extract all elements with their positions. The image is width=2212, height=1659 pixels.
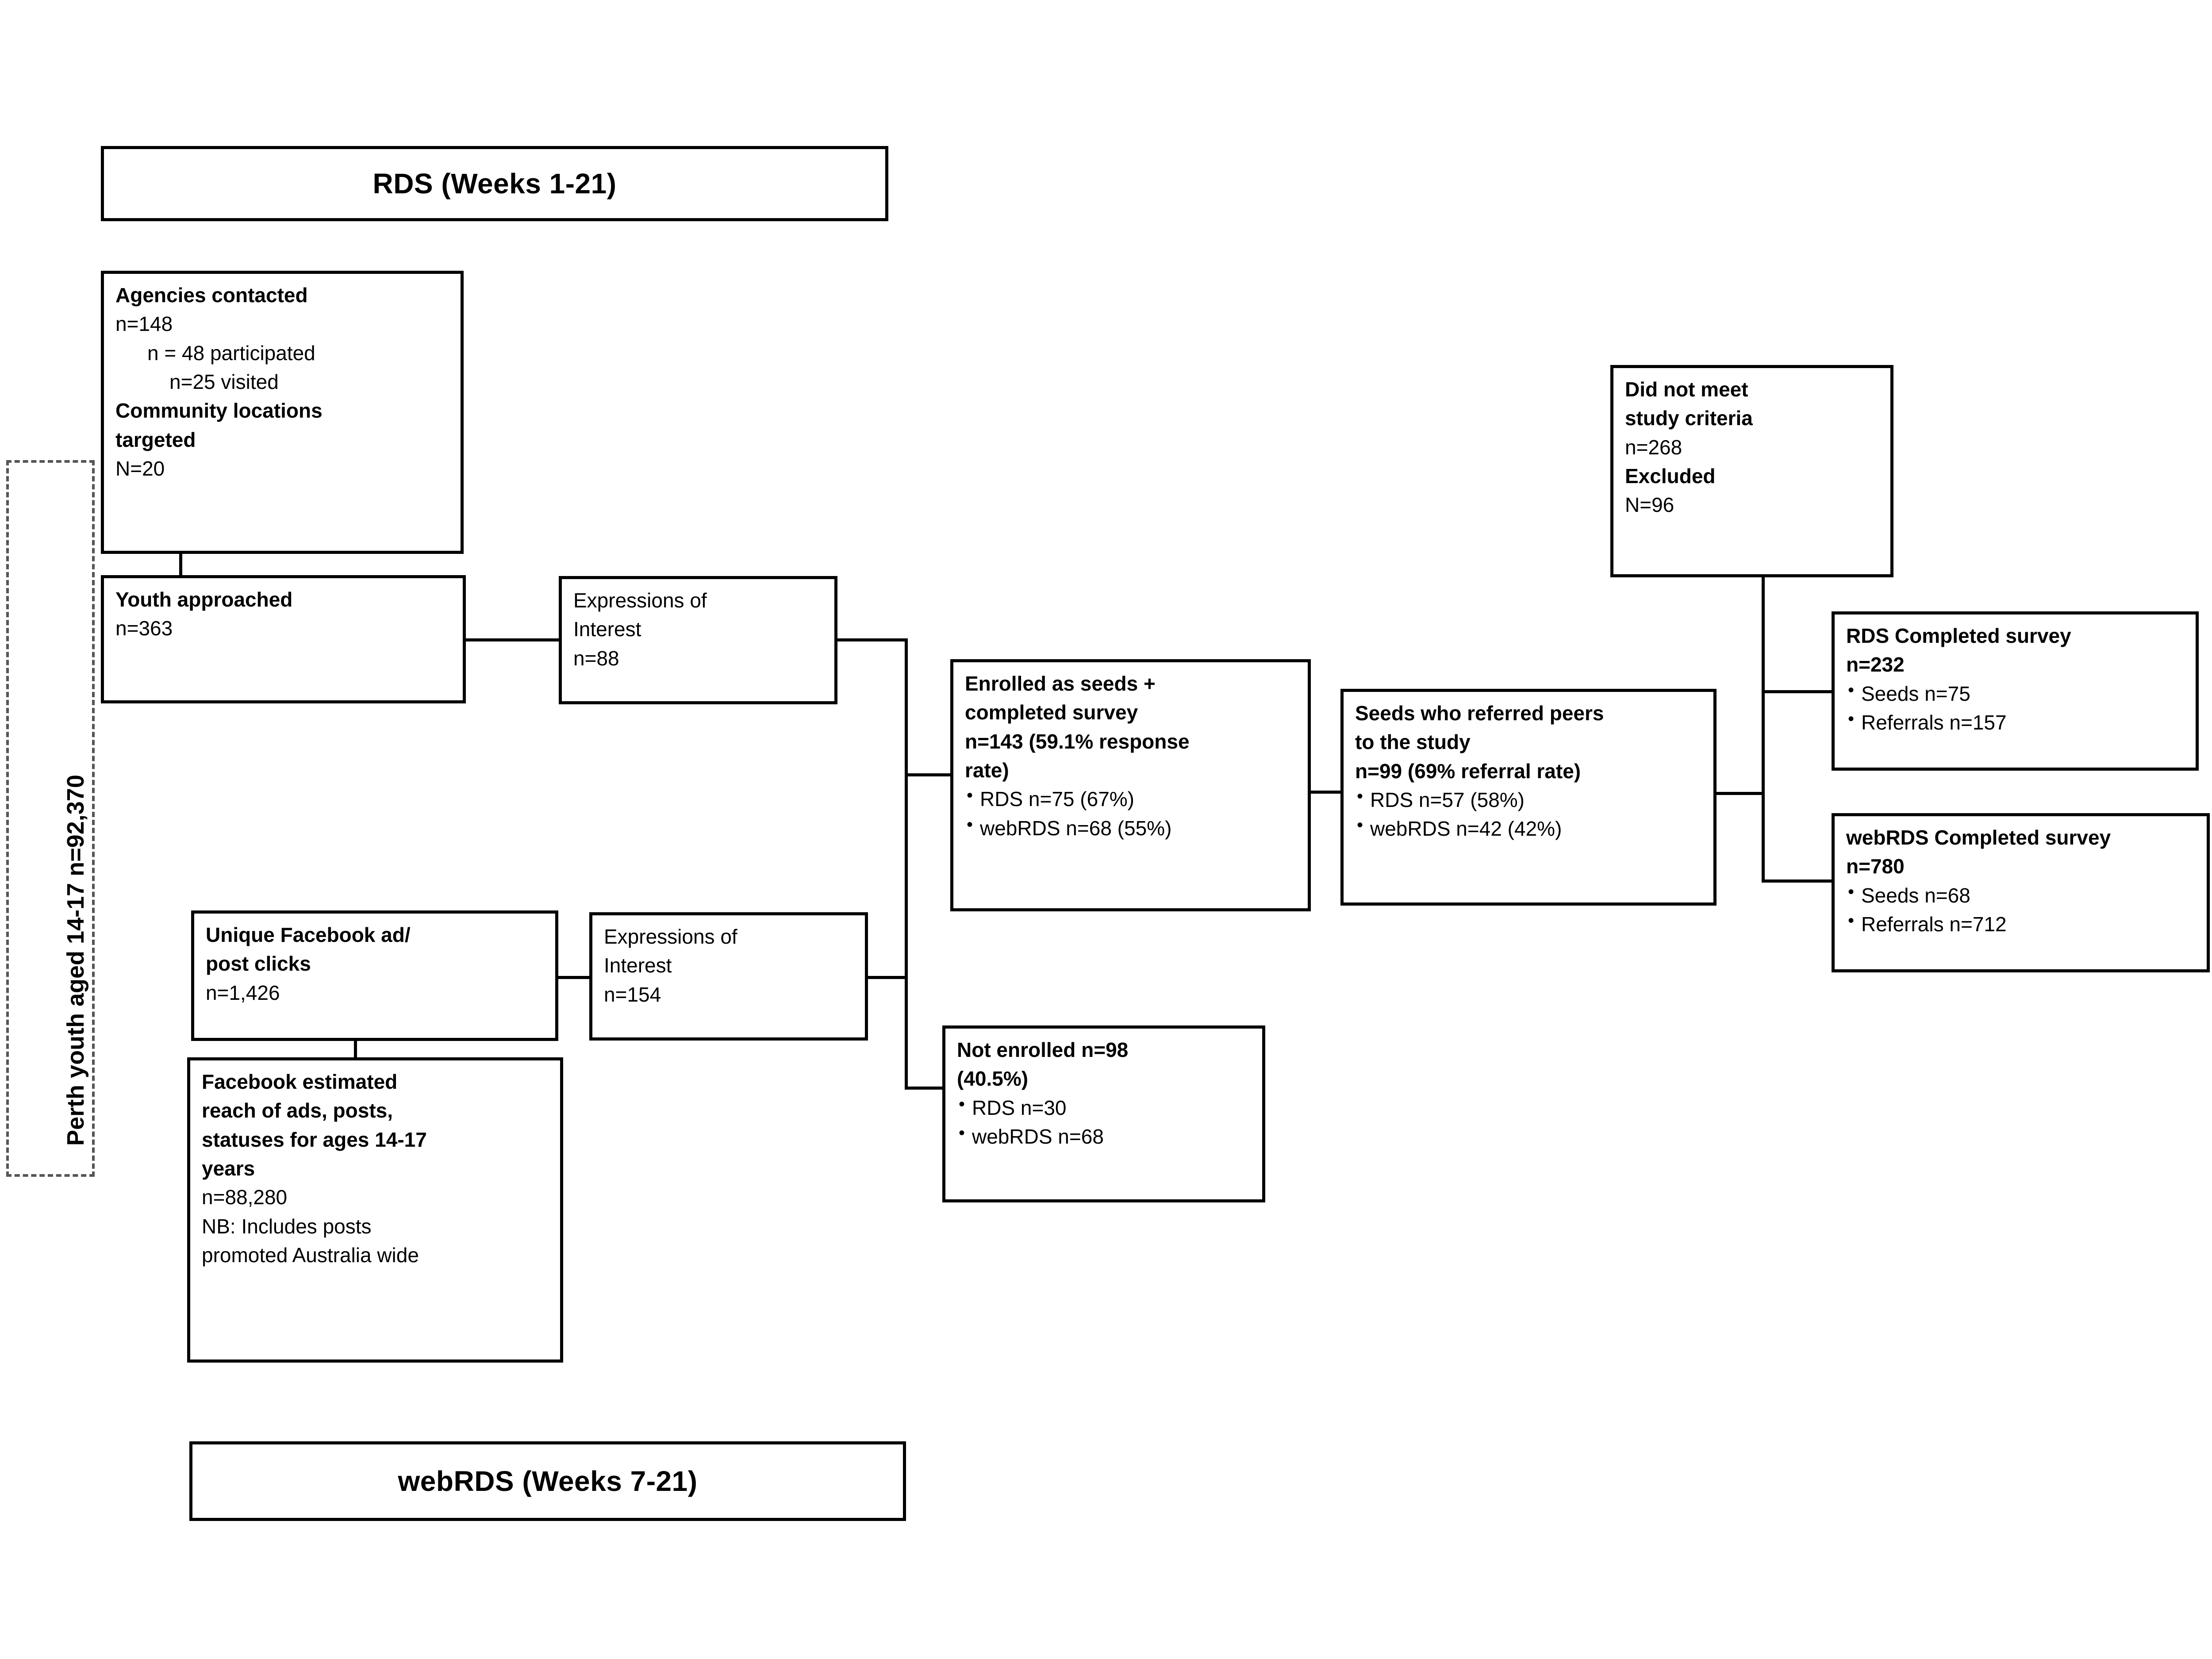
notenrolled-line-2: (40.5%) <box>957 1067 1029 1091</box>
webcomp-line-1: webRDS Completed survey <box>1846 826 2111 849</box>
eoi-rds-line-2: Interest <box>573 618 641 641</box>
fbreach-line-1: Facebook estimated <box>202 1070 398 1093</box>
agencies-line-5: Community locations <box>115 399 323 422</box>
connector-youth-to-eoi-rds <box>466 638 559 641</box>
webcomp-line-2: n=780 <box>1846 855 1905 878</box>
connector-eoi-rds-to-trunk <box>836 638 908 641</box>
dnm-line-2: study criteria <box>1625 407 1753 430</box>
enrolled-line-2: completed survey <box>965 701 1138 724</box>
connector-seeds-to-right-trunk <box>1714 792 1763 795</box>
banner-rds-weeks: RDS (Weeks 1-21) <box>101 146 888 221</box>
webcomp-line-4: Referrals n=712 <box>1846 908 2197 939</box>
connector-eoi-trunk-vertical <box>905 638 908 1090</box>
agencies-line-3: n = 48 participated <box>147 341 315 365</box>
population-frame <box>6 460 95 1177</box>
dnm-line-1: Did not meet <box>1625 378 1748 401</box>
node-facebook-reach: Facebook estimated reach of ads, posts, … <box>187 1057 563 1363</box>
eoi-rds-line-1: Expressions of <box>573 589 707 612</box>
node-agencies-contacted: Agencies contacted n=148 n = 48 particip… <box>101 271 464 554</box>
agencies-line-6: targeted <box>115 428 196 451</box>
node-facebook-clicks: Unique Facebook ad/ post clicks n=1,426 <box>191 910 558 1041</box>
node-youth-approached: Youth approached n=363 <box>101 575 466 703</box>
population-label: Perth youth aged 14-17 n=92,370 <box>62 775 89 1146</box>
seeds-line-2: to the study <box>1355 730 1471 754</box>
connector-reach-to-clicks <box>354 1029 357 1060</box>
seeds-line-5: webRDS n=42 (42%) <box>1355 813 1704 843</box>
node-seeds-referred: Seeds who referred peers to the study n=… <box>1340 689 1717 906</box>
connector-right-trunk-to-rds-completed <box>1762 690 1832 693</box>
eoi-web-line-3: n=154 <box>604 983 661 1006</box>
fbreach-line-6: NB: Includes posts <box>202 1214 372 1238</box>
dnm-line-4: Excluded <box>1625 464 1716 488</box>
agencies-line-2: n=148 <box>115 312 173 336</box>
eoi-rds-line-3: n=88 <box>573 646 619 670</box>
node-not-enrolled: Not enrolled n=98 (40.5%) RDS n=30 webRD… <box>942 1025 1265 1202</box>
fbclicks-line-3: n=1,426 <box>206 981 280 1004</box>
connector-right-trunk-to-web-completed <box>1762 879 1832 883</box>
eoi-web-line-2: Interest <box>604 954 672 977</box>
rdscomp-line-4: Referrals n=157 <box>1846 707 2186 737</box>
connector-eoi-web-to-trunk <box>868 976 908 979</box>
enrolled-line-1: Enrolled as seeds + <box>965 672 1156 695</box>
seeds-line-3: n=99 (69% referral rate) <box>1355 759 1581 783</box>
youth-line-1: Youth approached <box>115 588 293 611</box>
fbclicks-line-2: post clicks <box>206 952 311 975</box>
connector-agencies-to-youth <box>179 551 182 578</box>
fbreach-line-4: years <box>202 1156 255 1180</box>
agencies-line-1: Agencies contacted <box>115 284 308 307</box>
enrolled-line-3: n=143 (59.1% response <box>965 730 1190 753</box>
webcomp-line-3: Seeds n=68 <box>1846 879 2197 910</box>
fbreach-line-2: reach of ads, posts, <box>202 1099 393 1122</box>
agencies-line-4: n=25 visited <box>169 370 279 393</box>
enrolled-line-4: rate) <box>965 758 1009 782</box>
eoi-web-line-1: Expressions of <box>604 925 737 948</box>
connector-enrolled-to-seeds <box>1310 791 1341 794</box>
node-enrolled-seeds: Enrolled as seeds + completed survey n=1… <box>950 659 1311 911</box>
node-did-not-meet-criteria: Did not meet study criteria n=268 Exclud… <box>1610 365 1893 577</box>
dnm-line-3: n=268 <box>1625 435 1682 459</box>
seeds-line-1: Seeds who referred peers <box>1355 702 1604 725</box>
fbreach-line-3: statuses for ages 14-17 <box>202 1128 427 1151</box>
banner-rds-label: RDS (Weeks 1-21) <box>373 168 617 200</box>
notenrolled-line-3: RDS n=30 <box>957 1092 1252 1122</box>
youth-line-2: n=363 <box>115 617 173 640</box>
notenrolled-line-4: webRDS n=68 <box>957 1121 1252 1151</box>
node-webrds-completed-survey: webRDS Completed survey n=780 Seeds n=68… <box>1832 813 2210 972</box>
fbclicks-line-1: Unique Facebook ad/ <box>206 923 411 946</box>
connector-clicks-to-eoi-web <box>557 976 591 979</box>
banner-webrds-label: webRDS (Weeks 7-21) <box>398 1465 698 1497</box>
notenrolled-line-1: Not enrolled n=98 <box>957 1038 1129 1061</box>
enrolled-line-5: RDS n=75 (67%) <box>965 783 1298 814</box>
dnm-line-5: N=96 <box>1625 493 1674 517</box>
connector-did-not-meet-drop <box>1762 577 1765 883</box>
rdscomp-line-1: RDS Completed survey <box>1846 624 2071 647</box>
connector-trunk-to-not-enrolled <box>905 1087 958 1090</box>
rdscomp-line-2: n=232 <box>1846 653 1905 676</box>
enrolled-line-6: webRDS n=68 (55%) <box>965 812 1298 843</box>
node-rds-completed-survey: RDS Completed survey n=232 Seeds n=75 Re… <box>1832 611 2199 771</box>
fbreach-line-7: promoted Australia wide <box>202 1243 419 1267</box>
node-eoi-rds: Expressions of Interest n=88 <box>559 576 837 704</box>
seeds-line-4: RDS n=57 (58%) <box>1355 784 1704 814</box>
agencies-line-7: N=20 <box>115 457 165 480</box>
connector-trunk-to-enrolled <box>905 773 951 776</box>
rdscomp-line-3: Seeds n=75 <box>1846 678 2186 708</box>
node-eoi-web: Expressions of Interest n=154 <box>589 912 868 1041</box>
fbreach-line-5: n=88,280 <box>202 1186 288 1209</box>
banner-webrds-weeks: webRDS (Weeks 7-21) <box>189 1441 906 1521</box>
